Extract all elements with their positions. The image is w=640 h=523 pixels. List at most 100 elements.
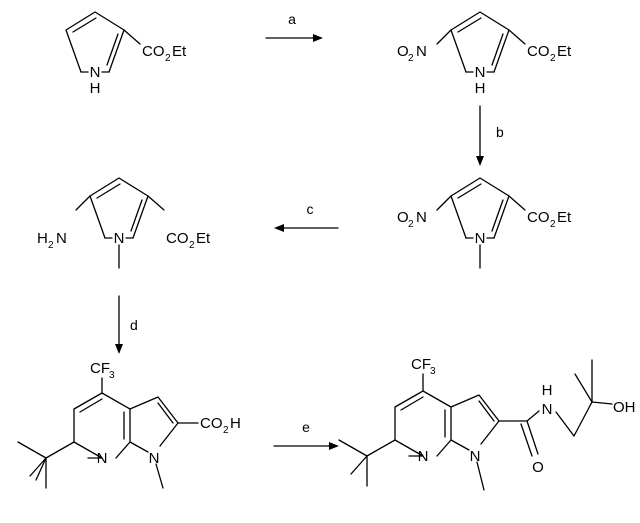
compound-6-pyrrolopyridine-carboxamide: N N CF 3 H N O OH: [338, 356, 636, 491]
pyrrole-nitrogen-label: N: [470, 448, 481, 465]
compound-5-pyrrolopyridine-carboxylic-acid: N N CF 3 CO 2 H: [17, 360, 241, 489]
double-bond: [491, 33, 504, 66]
arrow-head: [115, 344, 123, 354]
double-bond: [478, 400, 495, 422]
nitro-subscript-2: 2: [408, 219, 414, 230]
bond: [129, 396, 179, 447]
pyrrole-nitrogen-label: N: [149, 450, 160, 467]
step-label-d: d: [130, 317, 138, 333]
nitro-o-label: O: [397, 43, 409, 60]
ring-nitrogen-label: N: [114, 230, 125, 247]
acid-co-label: CO: [200, 415, 223, 432]
bond: [574, 373, 593, 403]
bond: [450, 394, 500, 445]
bond: [45, 441, 75, 459]
ester-co-label: CO: [142, 43, 165, 60]
reaction-arrow-d: d: [115, 295, 138, 354]
ester-et-label: Et: [172, 43, 187, 60]
ester-subscript-2: 2: [165, 53, 171, 64]
compound-1-ethyl-pyrrole-2-carboxylate: N H CO 2 Et: [65, 11, 187, 97]
bond: [89, 177, 149, 239]
bond: [450, 11, 510, 73]
bond: [526, 410, 540, 422]
carbonyl-double-bond: [526, 420, 539, 455]
bond: [573, 401, 593, 437]
arrow-head: [329, 442, 339, 450]
bond: [450, 177, 510, 239]
step-label-b: b: [496, 124, 504, 140]
ester-subscript-2: 2: [550, 53, 556, 64]
bond: [436, 29, 452, 45]
ester-co-label: CO: [527, 209, 550, 226]
pyridine-nitrogen-label: N: [418, 448, 429, 465]
arrow-head: [313, 34, 323, 42]
hydroxyl-label: OH: [613, 399, 636, 416]
cf3-cf-label: CF: [411, 356, 431, 373]
bond: [147, 195, 165, 211]
ring-nitrogen-label: N: [475, 64, 486, 81]
reaction-arrow-b: b: [476, 105, 504, 166]
step-label-a: a: [288, 11, 296, 27]
pyridine-nitrogen-label: N: [97, 450, 108, 467]
nitro-n-label: N: [416, 209, 427, 226]
double-bond: [457, 17, 482, 33]
acid-h-label: H: [230, 415, 241, 432]
tert-butyl-methyl: [338, 439, 368, 457]
bond: [555, 411, 575, 437]
ring-nitrogen-label: N: [90, 64, 101, 81]
ester-et-label: Et: [557, 209, 572, 226]
double-bond: [491, 199, 504, 232]
tert-butyl-methyl: [17, 441, 47, 459]
bond: [75, 195, 91, 211]
compound-3-ethyl-1-methyl-5-nitropyrrole-2-carboxylate: N O 2 N CO 2 Et: [397, 177, 572, 269]
ester-et-label: Et: [557, 43, 572, 60]
ester-co-label: CO: [527, 43, 550, 60]
nitro-n-label: N: [416, 43, 427, 60]
step-label-c: c: [307, 201, 314, 217]
double-bond: [157, 402, 174, 424]
ester-et-label: Et: [196, 230, 211, 247]
bond: [436, 195, 452, 211]
reaction-arrow-e: e: [273, 419, 339, 450]
double-bond: [72, 17, 97, 33]
double-bond: [130, 199, 143, 232]
bond: [394, 390, 452, 457]
reaction-arrow-c: c: [274, 201, 339, 232]
amino-n-label: N: [56, 230, 67, 247]
ring-hydrogen-label: H: [90, 80, 101, 97]
double-bond: [457, 183, 482, 199]
bond: [366, 439, 396, 457]
n-methyl-bond: [476, 461, 485, 491]
amide-nitrogen-label: N: [542, 401, 553, 418]
bond: [65, 11, 125, 73]
nitro-subscript-2: 2: [408, 53, 414, 64]
double-bond: [96, 183, 121, 199]
cf3-cf-label: CF: [90, 360, 110, 377]
bond: [129, 441, 149, 453]
arrow-head: [274, 224, 284, 232]
tert-butyl-methyl: [350, 455, 368, 475]
bond: [123, 29, 141, 45]
carbonyl-oxygen-label: O: [532, 459, 544, 476]
bond: [73, 392, 131, 459]
n-methyl-bond: [155, 463, 164, 489]
arrow-head: [476, 156, 484, 166]
compound-2-ethyl-5-nitropyrrole-2-carboxylate: N H O 2 N CO 2 Et: [397, 11, 572, 97]
ester-subscript-2: 2: [550, 219, 556, 230]
bond: [508, 29, 526, 45]
bond: [450, 439, 470, 451]
ester-co-label: CO: [166, 230, 189, 247]
step-label-e: e: [302, 419, 310, 435]
amino-subscript-2: 2: [48, 240, 54, 251]
ester-subscript-2: 2: [189, 240, 195, 251]
double-bond: [400, 396, 424, 411]
amino-h-label: H: [37, 230, 48, 247]
cf3-subscript-3: 3: [109, 370, 115, 381]
double-bond: [79, 398, 103, 413]
double-bond: [106, 33, 119, 66]
tert-butyl-methyl: [29, 457, 47, 477]
bond: [591, 401, 613, 405]
bond: [508, 195, 526, 211]
compound-4-ethyl-5-amino-1-methylpyrrole-2-carboxylate: N H 2 N CO 2 Et: [37, 177, 211, 269]
